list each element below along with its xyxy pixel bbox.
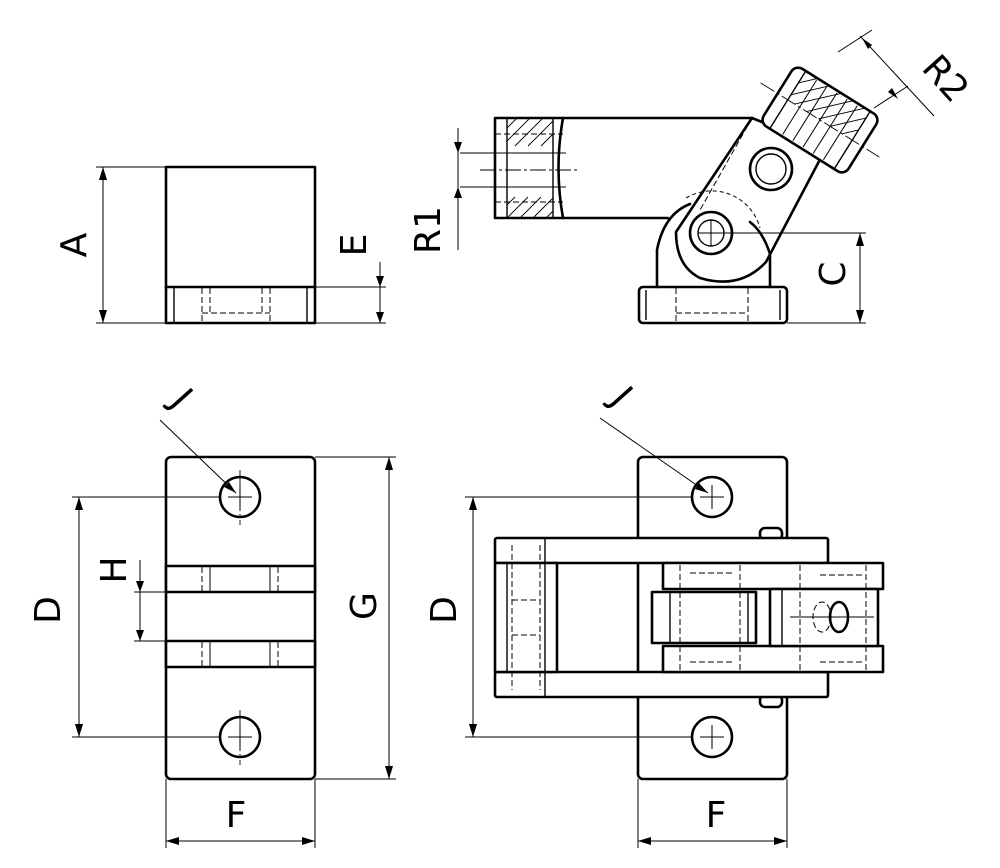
dim-label-G: G	[344, 592, 385, 620]
dim-label-A: A	[54, 232, 95, 257]
dim-label-J-right: J	[601, 378, 640, 415]
plan-view	[72, 419, 396, 848]
dim-label-R2: R2	[914, 47, 977, 110]
dim-label-D-right: D	[424, 596, 465, 624]
dim-label-E: E	[334, 234, 375, 257]
dim-label-D-left: D	[28, 596, 69, 624]
dim-label-J-left: J	[161, 380, 200, 417]
dim-label-C: C	[813, 261, 854, 286]
dim-label-H: H	[94, 556, 135, 583]
front-view	[96, 165, 386, 325]
top-assembly-view	[465, 417, 885, 848]
dim-label-F-right: F	[706, 795, 727, 836]
dim-label-R1: R1	[408, 206, 449, 254]
dim-label-F-left: F	[226, 795, 247, 836]
side-view	[454, 29, 935, 325]
